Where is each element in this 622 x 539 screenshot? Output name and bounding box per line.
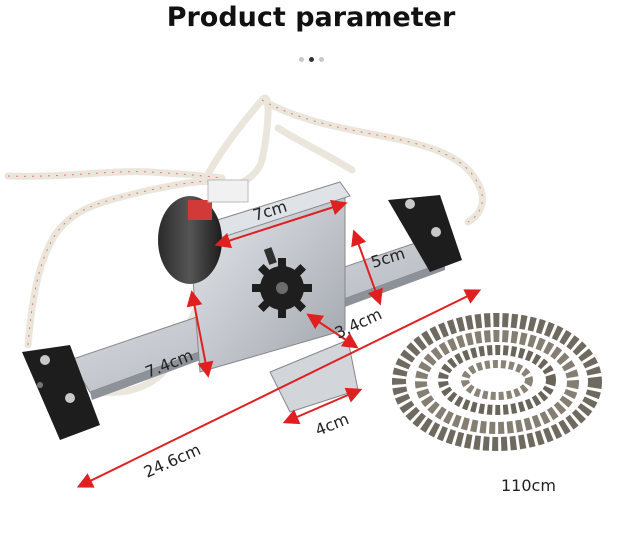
carousel-indicator bbox=[0, 57, 622, 62]
carousel-dot-active[interactable] bbox=[308, 57, 314, 62]
limit-switch-right bbox=[388, 195, 462, 272]
dim-line-total-length bbox=[76, 289, 482, 488]
chain-image bbox=[392, 313, 602, 451]
carousel-dot[interactable] bbox=[298, 57, 304, 62]
chain-length-label: 110cm bbox=[501, 476, 556, 495]
page-title: Product parameter bbox=[166, 2, 456, 33]
base-foot bbox=[269, 339, 359, 413]
motor-terminal bbox=[188, 200, 212, 220]
carousel-dot[interactable] bbox=[318, 57, 324, 62]
dim-label-total-length: 24.6cm bbox=[141, 440, 204, 482]
dim-line-top-width bbox=[214, 199, 348, 249]
dim-label-base-width: 4cm bbox=[312, 409, 351, 440]
dim-line-bracket-height bbox=[351, 229, 383, 306]
